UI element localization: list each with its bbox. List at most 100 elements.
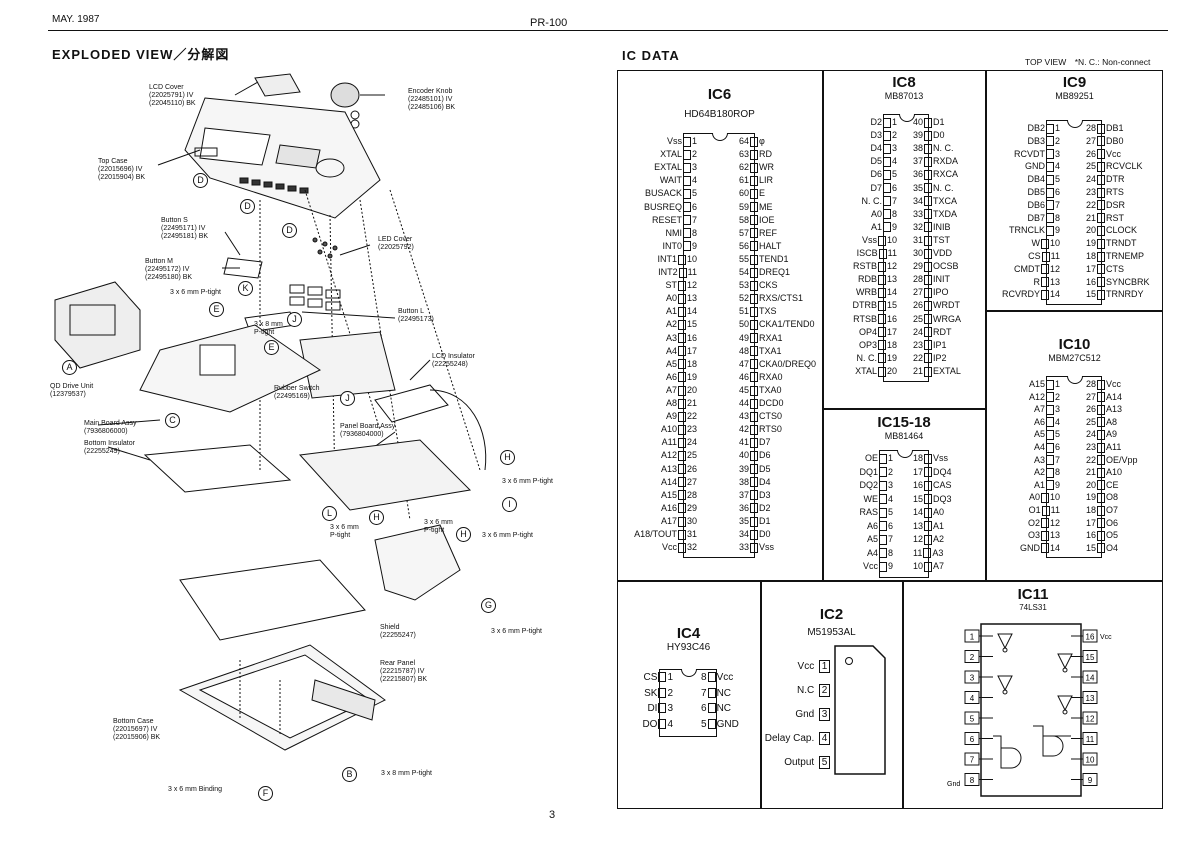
ic4-pin-number: 1 [667, 672, 673, 683]
ic8-pin-label: WRDT [933, 300, 961, 311]
ic10-pin-pad [1045, 379, 1054, 390]
ic6-pin-label: A5 [665, 358, 677, 369]
ic6-pin-label: RXA0 [759, 371, 783, 382]
ic10-pin-number: 10 [1049, 492, 1060, 503]
ic6-pin-number: 56 [739, 240, 750, 251]
ic6-pin-number: 47 [739, 358, 750, 369]
ic6-pin-label: REF [759, 227, 778, 238]
ic15-pin-pad [878, 467, 887, 478]
ic-data-title: IC DATA [622, 48, 680, 63]
marker-j: J [340, 391, 355, 406]
ic11-buffer [997, 633, 1013, 650]
ic6-pin-pad [677, 398, 686, 409]
ic9-pin-number: 26 [1086, 148, 1097, 159]
ic8-pin-label: D0 [933, 130, 945, 141]
ic8-pin-pad [882, 170, 891, 181]
ic10-title: IC10 [1058, 336, 1091, 353]
ic10-pin-number: 13 [1049, 530, 1060, 541]
divider [822, 70, 824, 580]
divider [760, 580, 762, 809]
ic10-pin-number: 14 [1049, 542, 1060, 553]
marker-k: K [238, 281, 253, 296]
ic9-pin-pad [1040, 277, 1049, 288]
ic6-pin-label: RTS0 [759, 424, 782, 435]
ic9-pin-pad [1045, 200, 1054, 211]
ic8-pin-label: WRGA [933, 313, 962, 324]
ic4-pin-pad [658, 703, 667, 714]
ic8-pin-number: 16 [886, 313, 897, 324]
ic9-pin-number: 10 [1049, 238, 1060, 249]
ic6-pin-label: Vss [759, 542, 775, 553]
ic6-pin-label: A18/TOUT [634, 529, 677, 539]
ic9-pin-pad [1097, 213, 1106, 224]
ic6-pin-pad [750, 267, 759, 278]
ic8-pin-label: RXCA [933, 169, 959, 180]
ic10-pin-label: A9 [1106, 429, 1118, 440]
ic11-pin-number: 4 [970, 694, 975, 703]
ic15-pin-pad [878, 480, 887, 491]
exploded-view-title: EXPLODED VIEW／分解図 [52, 47, 230, 62]
ic8-pin-label: DTRB [852, 300, 877, 311]
ic10-part: MBM27C512 [1048, 353, 1101, 363]
top-view-note: TOP VIEW *N. C.: Non-connect [1025, 57, 1151, 67]
ic8-pin-pad [877, 301, 886, 312]
ic6-pin-number: 57 [739, 227, 750, 238]
ic6-pin-pad [677, 503, 686, 514]
ic15-title: IC15-18 [877, 414, 931, 431]
ic6-pin-number: 5 [691, 188, 697, 199]
ic6-pin-number: 3 [691, 162, 697, 173]
ic11-pin-number: 9 [1088, 776, 1093, 785]
ic8-pin-pad [882, 156, 891, 167]
ic6-pin-pad [750, 306, 759, 317]
ic2-part: M51953AL [807, 627, 856, 638]
ic15-pin-pad [924, 521, 933, 532]
ic10-pin-label: O8 [1106, 492, 1119, 503]
ic9-pin-pad [1040, 238, 1049, 249]
ic6-pin-label: XTAL [660, 149, 682, 160]
ic8-pin-number: 8 [891, 208, 897, 219]
callout-screw-h2: 3 x 6 mm P-tight [424, 519, 453, 534]
ic6-pin-number: 46 [739, 371, 750, 382]
ic10-pin-pad [1097, 417, 1106, 428]
ic8-pin-number: 28 [913, 274, 924, 285]
ic6-pin-number: 34 [739, 529, 750, 539]
ic15-pin-number: 10 [913, 561, 924, 571]
ic9-pin-number: 27 [1086, 135, 1097, 146]
ic8-pin-number: 5 [891, 169, 897, 180]
ic6-package [683, 133, 755, 559]
ic2-pin-number: 5 [819, 756, 830, 769]
ic9-notch [1067, 120, 1083, 128]
ic15-pin-label: A3 [932, 547, 944, 558]
ic6-pin-pad [677, 346, 686, 357]
ic8-pin-pad [877, 274, 886, 285]
ic8-pin-number: 24 [913, 326, 924, 337]
ic8-pin-pad [924, 287, 933, 298]
ic11-pin-number: 5 [970, 715, 975, 724]
ic9-pin-label: CTS [1106, 263, 1125, 274]
ic6-pin-number: 38 [739, 476, 750, 487]
ic8-pin-number: 32 [913, 221, 924, 232]
marker-h: H [369, 510, 384, 525]
ic6-pin-number: 8 [691, 227, 697, 238]
ic15-part: MB81464 [884, 431, 924, 441]
ic4-pin-number: 5 [701, 718, 707, 730]
